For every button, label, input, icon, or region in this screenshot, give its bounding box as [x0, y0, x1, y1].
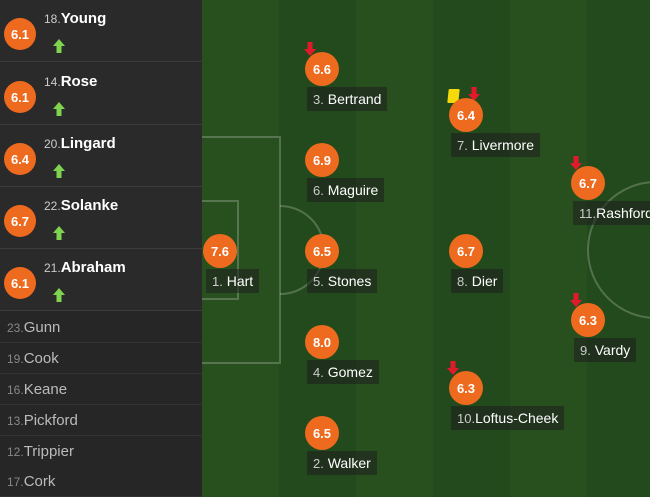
rating-badge: 6.1 — [4, 267, 36, 299]
rating-badge: 6.7 — [571, 166, 605, 200]
rating-badge: 6.5 — [305, 416, 339, 450]
substitutes-panel: 6.1 18.Young 6.1 14.Rose 6.4 20.Lingard … — [0, 0, 202, 497]
player-name: 13.Pickford — [7, 412, 78, 429]
sub-row[interactable]: 6.4 20.Lingard — [0, 125, 202, 187]
player-name: 16.Keane — [7, 381, 68, 398]
rating-badge: 6.1 — [4, 81, 36, 113]
rating-badge: 6.7 — [4, 205, 36, 237]
player-name: 17.Cork — [7, 473, 56, 490]
player-name: 19.Cook — [7, 350, 59, 367]
rating-badge: 6.7 — [449, 234, 483, 268]
player-name: 12.Trippier — [7, 443, 74, 460]
player-label: 10.Loftus-Cheek — [451, 406, 565, 430]
player-label: 11.Rashford — [573, 201, 650, 225]
player-label: 9. Vardy — [574, 338, 637, 362]
sub-row[interactable]: 6.1 18.Young — [0, 0, 202, 62]
player-name: 21.Abraham — [44, 259, 126, 276]
pitch-markings — [202, 136, 650, 364]
arrow-down-icon — [570, 156, 582, 170]
player-label: 3. Bertrand — [307, 87, 388, 111]
arrow-up-icon — [53, 39, 65, 53]
player-label: 2. Walker — [307, 451, 377, 475]
arrow-down-icon — [468, 87, 480, 101]
player-label: 8. Dier — [451, 269, 504, 293]
bench-row[interactable]: 23.Gunn — [0, 312, 202, 343]
player-label: 7. Livermore — [451, 133, 540, 157]
rating-badge: 8.0 — [305, 325, 339, 359]
bench-row[interactable]: 19.Cook — [0, 343, 202, 374]
pitch: 7.6 1. Hart 6.6 3. Bertrand 6.9 6. Magui… — [202, 0, 650, 497]
player-name: 18.Young — [44, 10, 107, 27]
sub-row[interactable]: 6.1 14.Rose — [0, 63, 202, 125]
rating-badge: 6.6 — [305, 52, 339, 86]
player-label: 6. Maguire — [307, 178, 385, 202]
bench-row[interactable]: 16.Keane — [0, 374, 202, 405]
rating-badge: 6.3 — [571, 303, 605, 337]
rating-badge: 7.6 — [203, 234, 237, 268]
arrow-up-icon — [53, 102, 65, 116]
sub-row[interactable]: 6.1 21.Abraham — [0, 249, 202, 311]
player-label: 1. Hart — [206, 269, 260, 293]
rating-badge: 6.5 — [305, 234, 339, 268]
player-name: 14.Rose — [44, 73, 98, 90]
player-name: 23.Gunn — [7, 319, 61, 336]
player-label: 5. Stones — [307, 269, 378, 293]
rating-badge: 6.3 — [449, 371, 483, 405]
arrow-up-icon — [53, 288, 65, 302]
rating-badge: 6.1 — [4, 18, 36, 50]
sub-row[interactable]: 6.7 22.Solanke — [0, 187, 202, 249]
arrow-down-icon — [304, 42, 316, 56]
rating-badge: 6.4 — [449, 98, 483, 132]
bench-row[interactable]: 13.Pickford — [0, 405, 202, 436]
bench-row[interactable]: 17.Cork — [0, 466, 202, 497]
arrow-down-icon — [447, 361, 459, 375]
arrow-down-icon — [570, 293, 582, 307]
rating-badge: 6.4 — [4, 143, 36, 175]
player-label: 4. Gomez — [307, 360, 379, 384]
arrow-up-icon — [53, 164, 65, 178]
player-name: 20.Lingard — [44, 135, 116, 152]
player-name: 22.Solanke — [44, 197, 119, 214]
arrow-up-icon — [53, 226, 65, 240]
bench-row[interactable]: 12.Trippier — [0, 436, 202, 467]
rating-badge: 6.9 — [305, 143, 339, 177]
